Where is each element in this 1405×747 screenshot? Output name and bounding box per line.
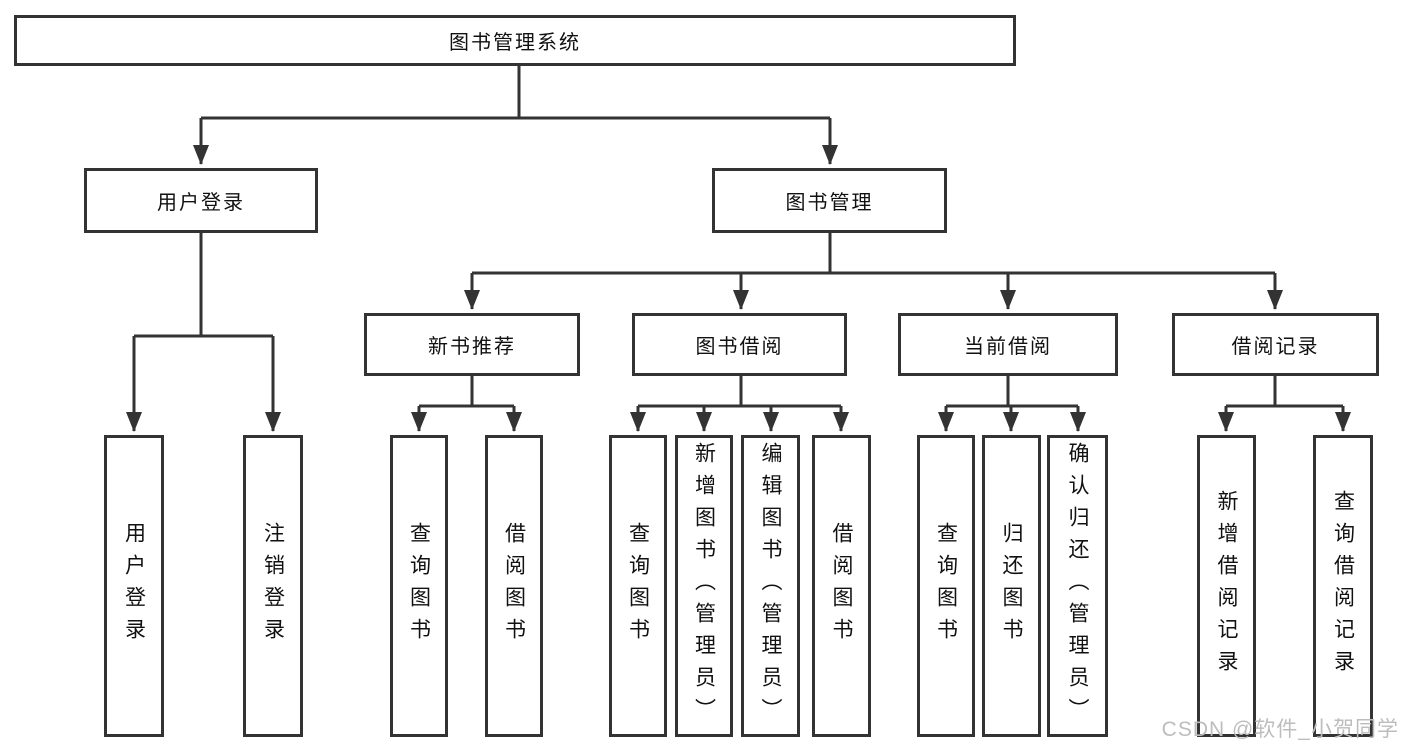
leaf-add-book-admin: 新增图书（管理员） bbox=[675, 435, 733, 737]
branch-borrowing-records: 借阅记录 bbox=[1172, 313, 1379, 376]
node-label: 查询图书 bbox=[626, 522, 650, 650]
node-label: 查询图书 bbox=[407, 522, 431, 650]
leaf-user-login: 用户登录 bbox=[104, 435, 164, 737]
branch-user-login: 用户登录 bbox=[84, 168, 318, 233]
csdn-watermark: CSDN @软件_小贺同学 bbox=[1161, 718, 1399, 741]
branch-book-borrowing: 图书借阅 bbox=[632, 313, 847, 376]
node-label: 当前借阅 bbox=[964, 336, 1052, 358]
node-label: 图书管理系统 bbox=[449, 32, 581, 54]
node-library-management-system: 图书管理系统 bbox=[14, 15, 1016, 66]
leaf-borrow-books-borrowing: 借阅图书 bbox=[812, 435, 871, 737]
node-label: 图书借阅 bbox=[695, 336, 784, 358]
leaf-edit-book-admin: 编辑图书（管理员） bbox=[741, 435, 800, 737]
node-label: 查询图书 bbox=[934, 522, 958, 650]
leaf-return-books: 归还图书 bbox=[982, 435, 1041, 737]
node-label: 查询借阅记录 bbox=[1331, 490, 1355, 682]
branch-new-book-recommendation: 新书推荐 bbox=[364, 313, 580, 376]
leaf-logout: 注销登录 bbox=[243, 435, 303, 737]
node-label: 新增借阅记录 bbox=[1215, 490, 1238, 682]
leaf-query-books-current: 查询图书 bbox=[917, 435, 975, 737]
node-label: 图书管理 bbox=[785, 192, 874, 214]
node-label: 借阅图书 bbox=[502, 522, 526, 650]
leaf-query-books-recommend: 查询图书 bbox=[390, 435, 448, 737]
node-label: 用户登录 bbox=[122, 522, 146, 650]
branch-book-management: 图书管理 bbox=[712, 168, 947, 233]
node-label: 新书推荐 bbox=[428, 336, 516, 358]
node-label: 归还图书 bbox=[1000, 522, 1023, 650]
node-label: 借阅图书 bbox=[830, 522, 853, 650]
node-label: 编辑图书（管理员） bbox=[759, 442, 782, 730]
leaf-query-borrow-record: 查询借阅记录 bbox=[1313, 435, 1373, 737]
node-label: 新增图书（管理员） bbox=[692, 442, 716, 730]
leaf-add-borrow-record: 新增借阅记录 bbox=[1197, 435, 1256, 737]
node-label: 确认归还（管理员） bbox=[1066, 442, 1089, 730]
node-label: 借阅记录 bbox=[1231, 336, 1320, 358]
node-label: 注销登录 bbox=[261, 522, 285, 650]
leaf-borrow-books-recommend: 借阅图书 bbox=[485, 435, 543, 737]
leaf-confirm-return-admin: 确认归还（管理员） bbox=[1047, 435, 1108, 737]
node-label: 用户登录 bbox=[157, 192, 245, 214]
branch-current-borrowing: 当前借阅 bbox=[898, 313, 1118, 376]
leaf-query-books-borrowing: 查询图书 bbox=[609, 435, 667, 737]
